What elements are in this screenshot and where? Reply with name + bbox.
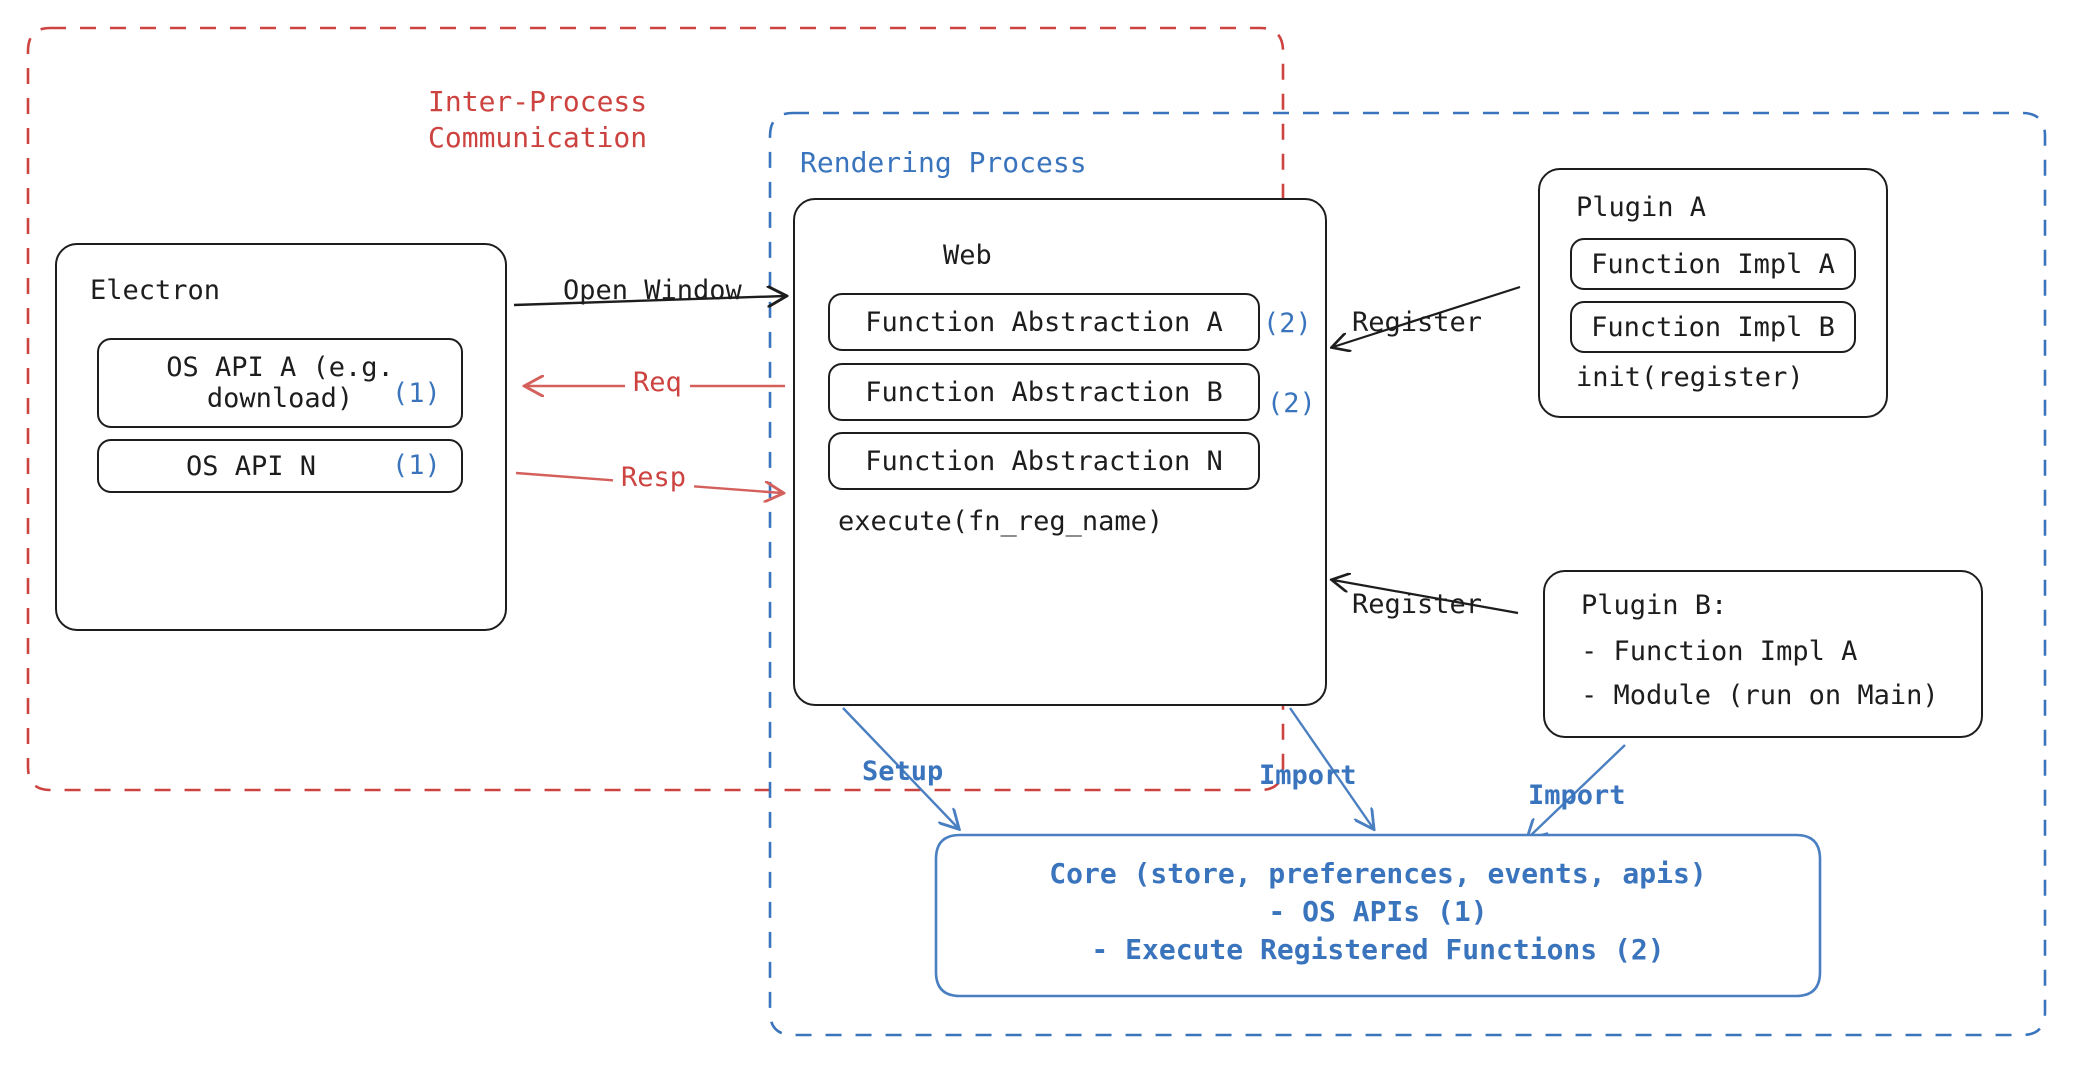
plugin-a-box[interactable]: Plugin A Function Impl A Function Impl B… bbox=[1538, 168, 1888, 418]
plugin-b-line-2: - Module (run on Main) bbox=[1581, 680, 1939, 711]
plugin-b-title: Plugin B: bbox=[1581, 590, 1728, 621]
web-execute-label: execute(fn_reg_name) bbox=[838, 506, 1164, 537]
core-box[interactable]: Core (store, preferences, events, apis) … bbox=[936, 855, 1820, 968]
setup-label: Setup bbox=[862, 756, 944, 787]
plugin-a-function-impl-a-box[interactable]: Function Impl A bbox=[1570, 238, 1856, 290]
os-api-n-label: OS API N bbox=[185, 450, 317, 482]
electron-title: Electron bbox=[90, 275, 221, 306]
import-web-label: Import bbox=[1259, 760, 1357, 791]
web-box[interactable]: Web Function Abstraction A (2) Function … bbox=[793, 198, 1327, 706]
import-plugin-b-label: Import bbox=[1528, 780, 1626, 811]
plugin-b-box[interactable]: Plugin B: - Function Impl A - Module (ru… bbox=[1543, 570, 1983, 738]
core-line-2: - OS APIs (1) bbox=[1268, 894, 1488, 928]
function-abstraction-a-box[interactable]: Function Abstraction A bbox=[828, 293, 1260, 351]
plugin-a-function-impl-b-box[interactable]: Function Impl B bbox=[1570, 301, 1856, 353]
function-abstraction-b-label: Function Abstraction B bbox=[865, 376, 1223, 408]
os-api-n-marker: (1) bbox=[392, 450, 441, 481]
function-abstraction-b-box[interactable]: Function Abstraction B bbox=[828, 363, 1260, 421]
register-plugin-b-label: Register bbox=[1352, 589, 1483, 620]
function-abstraction-a-marker: (2) bbox=[1263, 308, 1312, 339]
register-plugin-a-label: Register bbox=[1352, 307, 1483, 338]
function-abstraction-a-label: Function Abstraction A bbox=[865, 306, 1223, 338]
function-abstraction-n-label: Function Abstraction N bbox=[865, 445, 1223, 477]
core-line-1: Core (store, preferences, events, apis) bbox=[1049, 857, 1707, 890]
os-api-a-marker: (1) bbox=[392, 378, 441, 409]
function-abstraction-n-box[interactable]: Function Abstraction N bbox=[828, 432, 1260, 490]
plugin-a-function-impl-a-label: Function Impl A bbox=[1591, 248, 1835, 280]
plugin-a-init-label: init(register) bbox=[1576, 362, 1804, 393]
electron-box[interactable]: Electron OS API A (e.g. download) (1) OS… bbox=[55, 243, 507, 631]
rendering-group-title: Rendering Process bbox=[800, 146, 1087, 179]
plugin-b-line-1: - Function Impl A bbox=[1581, 636, 1858, 667]
os-api-n-box[interactable]: OS API N bbox=[97, 439, 463, 493]
plugin-a-function-impl-b-label: Function Impl B bbox=[1591, 311, 1835, 343]
resp-label: Resp bbox=[613, 462, 695, 493]
os-api-a-label: OS API A (e.g. download) bbox=[166, 352, 394, 414]
function-abstraction-b-marker: (2) bbox=[1267, 388, 1316, 419]
os-api-a-box[interactable]: OS API A (e.g. download) bbox=[97, 338, 463, 428]
web-title: Web bbox=[943, 240, 992, 271]
plugin-a-title: Plugin A bbox=[1576, 192, 1707, 223]
core-line-3: - Execute Registered Functions (2) bbox=[1091, 932, 1665, 966]
req-label: Req bbox=[625, 367, 690, 398]
ipc-group-title: Inter-Process Communication bbox=[428, 85, 648, 154]
open-window-label: Open Window bbox=[563, 275, 742, 306]
